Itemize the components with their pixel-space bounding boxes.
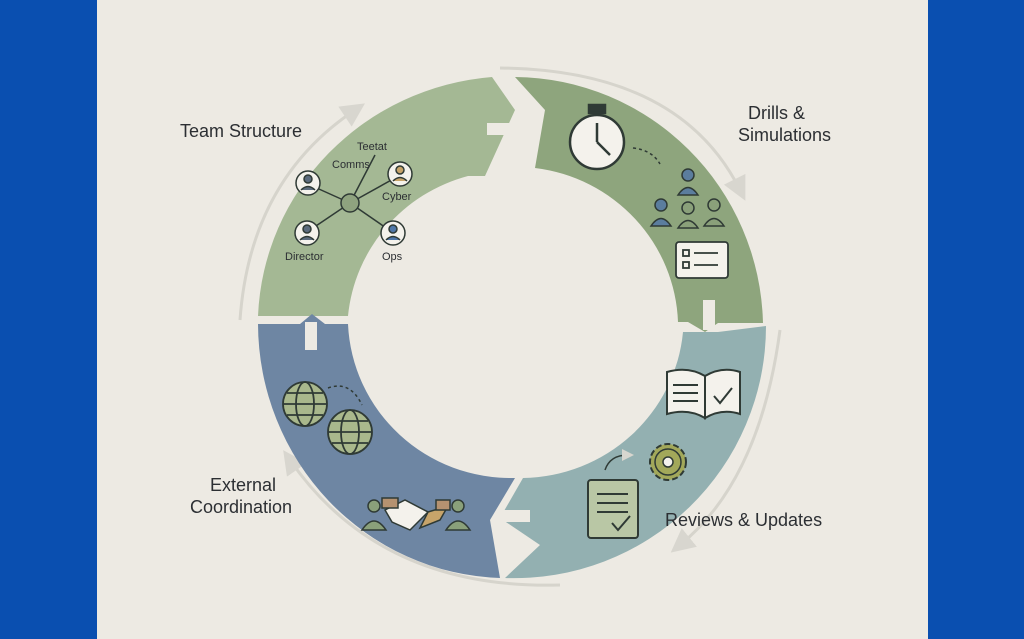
external-group: External Coordination [190,381,472,531]
drills-label-line1: Drills & [748,103,805,123]
role-label-director: Director [285,251,324,263]
role-label-comms: Comms [332,159,370,171]
outer-arrow-bottom [283,450,561,587]
globe-icon [282,381,373,455]
reviews-group: Reviews & Updates [587,368,822,539]
globe-dashed-link [327,385,363,406]
reviews-label: Reviews & Updates [665,510,822,530]
checklist-screen-icon [675,241,729,279]
outer-arrow-right [670,329,782,553]
drills-group: Drills & Simulations [568,103,831,279]
outer-arrow-top [499,66,746,201]
external-label-line1: External [210,475,276,495]
drills-label-line2: Simulations [738,125,831,145]
team-structure-group: Team Structure Teetat Comms Cyber Dire [180,121,413,263]
team-structure-label: Team Structure [180,121,302,141]
role-label-cyber: Cyber [382,191,412,203]
segment-team-structure [258,77,515,316]
role-label-top: Teetat [357,141,387,153]
segment-external-coordination [258,314,515,578]
ring-segments [258,77,767,579]
document-check-icon [587,479,639,539]
outer-arrow-left [238,103,365,321]
refresh-arrow-icon [604,449,634,471]
stopwatch-icon [568,103,626,171]
group-icon [649,168,726,229]
gear-icon [649,443,687,481]
segment-reviews-updates [500,326,767,579]
person-icon [294,161,413,246]
dashed-arrow-drills [632,147,661,165]
outer-cycle-arrows [238,66,782,587]
open-book-icon [666,368,741,420]
segment-drills-simulations [515,77,763,332]
external-label-line2: Coordination [190,497,292,517]
role-label-ops: Ops [382,251,403,263]
handshake-icon [360,497,472,531]
